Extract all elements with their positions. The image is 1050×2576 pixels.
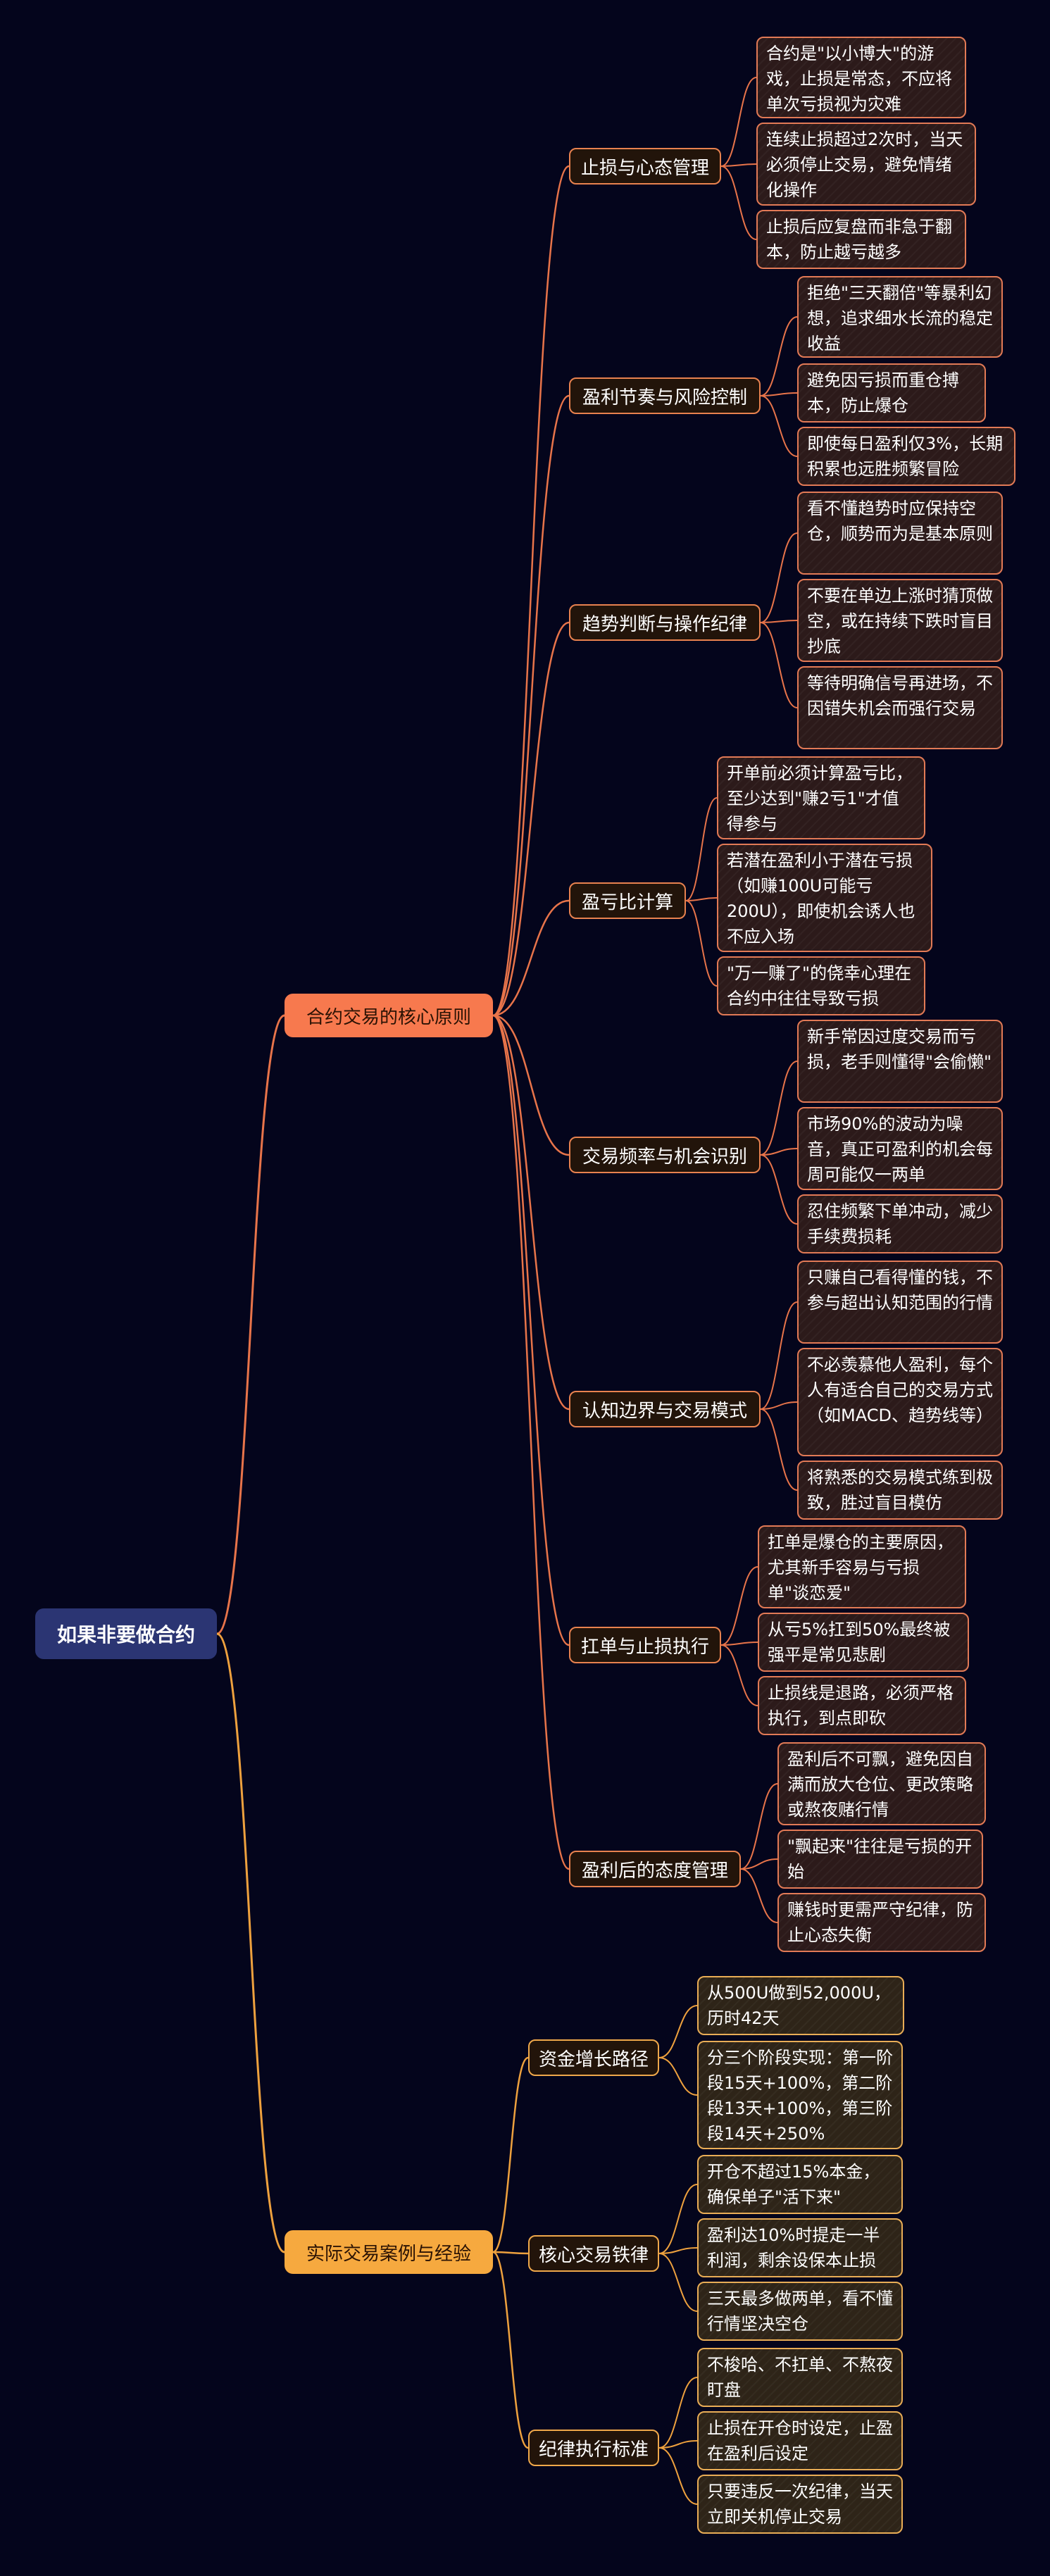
connector-topic-leaf bbox=[685, 897, 718, 901]
leaf-node[interactable]: 止损线是退路，必须严格执行，到点即砍 bbox=[758, 1676, 966, 1735]
connector-topic-leaf bbox=[658, 2440, 698, 2449]
topic-node[interactable]: 止损与心态管理 bbox=[569, 148, 721, 185]
leaf-node[interactable]: 即使每日盈利仅3%，长期积累也远胜频繁冒险 bbox=[797, 427, 1015, 486]
leaf-node[interactable]: "飘起来"往往是亏损的开始 bbox=[777, 1830, 983, 1889]
leaf-node[interactable]: 只要违反一次纪律，当天立即关机停止交易 bbox=[697, 2475, 903, 2534]
leaf-node[interactable]: 扛单是爆仓的主要原因，尤其新手容易与亏损单"谈恋爱" bbox=[758, 1525, 966, 1608]
connector-topic-leaf bbox=[720, 77, 757, 167]
leaf-node[interactable]: "万一赚了"的侥幸心理在合约中往往导致亏损 bbox=[717, 956, 925, 1015]
connector-topic-leaf bbox=[720, 1642, 758, 1646]
leaf-node[interactable]: 从500U做到52,000U，历时42天 bbox=[697, 1976, 904, 2035]
connector-topic-leaf bbox=[760, 392, 798, 396]
leaf-node[interactable]: 不要在单边上涨时猜顶做空，或在持续下跌时盲目抄底 bbox=[797, 579, 1003, 662]
leaf-node[interactable]: 新手常因过度交易而亏损，老手则懂得"会偷懒" bbox=[797, 1020, 1003, 1103]
connector-topic-leaf bbox=[740, 1783, 778, 1870]
connector-branch-topic bbox=[492, 2251, 529, 2449]
connector-topic-leaf bbox=[760, 395, 798, 457]
leaf-node[interactable]: 开仓不超过15%本金，确保单子"活下来" bbox=[697, 2155, 903, 2214]
connector-branch-topic bbox=[492, 899, 570, 1017]
leaf-node[interactable]: 避免因亏损而重仓搏本，防止爆仓 bbox=[797, 363, 986, 423]
topic-node[interactable]: 扛单与止损执行 bbox=[569, 1627, 721, 1663]
leaf-node[interactable]: 等待明确信号再进场，不因错失机会而强行交易 bbox=[797, 666, 1003, 749]
connector-branch-topic bbox=[492, 394, 570, 1017]
connector-branch-topic bbox=[492, 1014, 570, 1411]
connector-topic-leaf bbox=[740, 1858, 778, 1870]
topic-node[interactable]: 交易频率与机会识别 bbox=[569, 1137, 761, 1173]
leaf-node[interactable]: 止损后应复盘而非急于翻本，防止越亏越多 bbox=[756, 210, 966, 269]
leaf-node[interactable]: 合约是"以小博大"的游戏，止损是常态，不应将单次亏损视为灾难 bbox=[756, 37, 966, 118]
topic-node[interactable]: 资金增长路径 bbox=[528, 2039, 659, 2076]
topic-node[interactable]: 认知边界与交易模式 bbox=[569, 1391, 761, 1427]
connector-topic-leaf bbox=[760, 622, 798, 708]
connector-root-branch bbox=[216, 1014, 285, 1635]
connector-topic-leaf bbox=[720, 1566, 758, 1646]
branch-node-1[interactable]: 合约交易的核心原则 bbox=[285, 994, 493, 1037]
connector-topic-leaf bbox=[760, 1061, 798, 1156]
leaf-node[interactable]: 忍住频繁下单冲动，减少手续费损耗 bbox=[797, 1194, 1003, 1253]
connector-topic-leaf bbox=[720, 1644, 758, 1706]
leaf-node[interactable]: 只赚自己看得懂的钱，不参与超出认知范围的行情 bbox=[797, 1261, 1003, 1344]
connector-topic-leaf bbox=[658, 2247, 698, 2254]
connector-topic-leaf bbox=[658, 2005, 698, 2058]
topic-node[interactable]: 核心交易铁律 bbox=[528, 2235, 659, 2272]
leaf-node[interactable]: 开单前必须计算盈亏比，至少达到"赚2亏1"才值得参与 bbox=[717, 756, 925, 839]
connector-topic-leaf bbox=[658, 2057, 698, 2096]
leaf-node[interactable]: 赚钱时更需严守纪律，防止心态失衡 bbox=[777, 1893, 986, 1952]
connector-topic-leaf bbox=[658, 2377, 698, 2449]
leaf-node[interactable]: 分三个阶段实现：第一阶段15天+100%，第二阶段13天+100%，第三阶段14… bbox=[697, 2041, 903, 2149]
connector-topic-leaf bbox=[740, 1868, 778, 1923]
connector-topic-leaf bbox=[658, 2447, 698, 2505]
connector-topic-leaf bbox=[760, 1301, 798, 1410]
topic-node[interactable]: 盈利节奏与风险控制 bbox=[569, 377, 761, 414]
connector-topic-leaf bbox=[720, 163, 757, 167]
connector-topic-leaf bbox=[760, 316, 798, 396]
connector-branch-topic bbox=[492, 1014, 570, 1646]
leaf-node[interactable]: 不必羡慕他人盈利，每个人有适合自己的交易方式（如MACD、趋势线等） bbox=[797, 1348, 1003, 1456]
topic-node[interactable]: 盈亏比计算 bbox=[569, 882, 686, 919]
connector-topic-leaf bbox=[760, 532, 798, 623]
connector-branch-topic bbox=[492, 621, 570, 1017]
topic-node[interactable]: 盈利后的态度管理 bbox=[569, 1851, 741, 1887]
leaf-node[interactable]: 盈利达10%时提走一半利润，剩余设保本止损 bbox=[697, 2218, 903, 2277]
leaf-node[interactable]: 将熟悉的交易模式练到极致，胜过盲目模仿 bbox=[797, 1461, 1003, 1520]
connector-topic-leaf bbox=[760, 1401, 798, 1410]
leaf-node[interactable]: 从亏5%扛到50%最终被强平是常见悲剧 bbox=[758, 1613, 969, 1672]
connector-branch-topic bbox=[492, 1014, 570, 1870]
root-node[interactable]: 如果非要做合约 bbox=[35, 1608, 217, 1659]
topic-node[interactable]: 纪律执行标准 bbox=[528, 2430, 659, 2466]
leaf-node[interactable]: 止损在开仓时设定，止盈在盈利后设定 bbox=[697, 2411, 903, 2470]
connector-topic-leaf bbox=[760, 1408, 798, 1491]
connector-branch-topic bbox=[492, 2056, 529, 2253]
leaf-node[interactable]: 拒绝"三天翻倍"等暴利幻想，追求细水长流的稳定收益 bbox=[797, 276, 1003, 358]
connector-topic-leaf bbox=[658, 2253, 698, 2312]
connector-branch-topic bbox=[492, 2251, 529, 2255]
connector-branch-topic bbox=[492, 165, 570, 1017]
connector-root-branch bbox=[216, 1632, 285, 2253]
connector-topic-leaf bbox=[658, 2184, 698, 2254]
leaf-node[interactable]: 连续止损超过2次时，当天必须停止交易，避免情绪化操作 bbox=[756, 123, 976, 206]
connector-topic-leaf bbox=[720, 165, 757, 240]
leaf-node[interactable]: 不梭哈、不扛单、不熬夜盯盘 bbox=[697, 2348, 903, 2407]
leaf-node[interactable]: 三天最多做两单，看不懂行情坚决空仓 bbox=[697, 2282, 903, 2341]
connector-topic-leaf bbox=[760, 1148, 798, 1156]
connector-branch-topic bbox=[492, 1014, 570, 1156]
leaf-node[interactable]: 市场90%的波动为噪音，真正可盈利的机会每周可能仅一两单 bbox=[797, 1107, 1003, 1190]
connector-topic-leaf bbox=[760, 1154, 798, 1225]
leaf-node[interactable]: 若潜在盈利小于潜在亏损（如赚100U可能亏200U），即使机会诱人也不应入场 bbox=[717, 844, 932, 952]
connector-topic-leaf bbox=[685, 797, 718, 901]
leaf-node[interactable]: 看不懂趋势时应保持空仓，顺势而为是基本原则 bbox=[797, 492, 1003, 575]
connector-topic-leaf bbox=[760, 620, 798, 623]
connector-topic-leaf bbox=[685, 900, 718, 987]
leaf-node[interactable]: 盈利后不可飘，避免因自满而放大仓位、更改策略或熬夜赌行情 bbox=[777, 1742, 986, 1825]
topic-node[interactable]: 趋势判断与操作纪律 bbox=[569, 604, 761, 641]
branch-node-2[interactable]: 实际交易案例与经验 bbox=[285, 2230, 493, 2274]
